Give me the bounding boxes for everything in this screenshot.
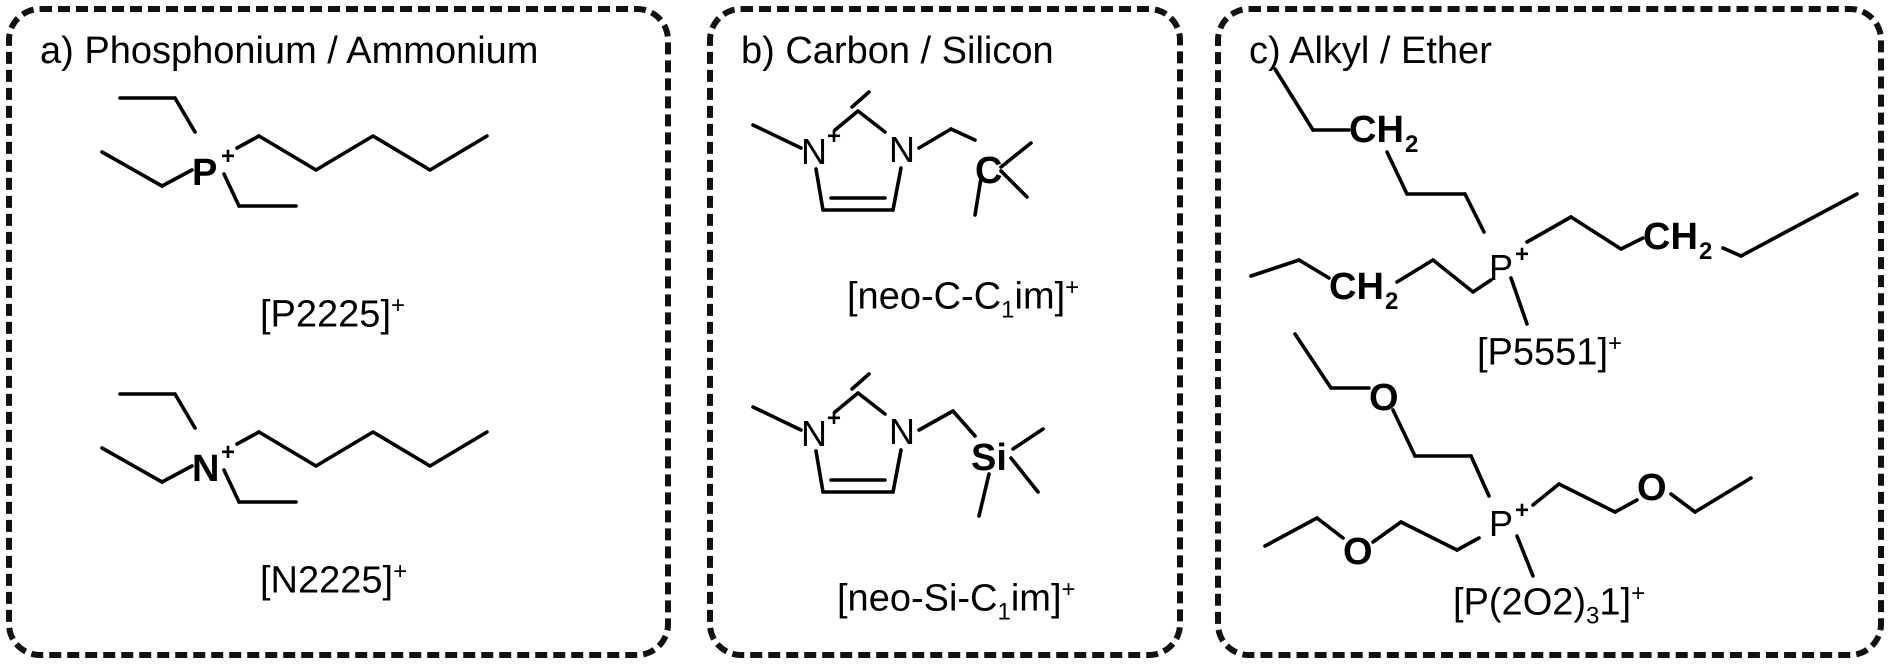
methylene-group-left: CH: [1329, 266, 1384, 308]
ring-nitrogen-1: N: [801, 413, 827, 454]
panel-alkyl-ether: c) Alkyl / Ether CH 2 CH 2 CH 2 P + [P55…: [1215, 6, 1884, 658]
ring-nitrogen-2: N: [889, 129, 915, 170]
silicon-atom: Si: [971, 437, 1007, 479]
structure-p2225: P +: [100, 96, 489, 208]
panel-carbon-silicon: b) Carbon / Silicon N + N C [neo-C-C1im]…: [707, 6, 1183, 658]
label-neo-si-c1im: [neo-Si-C1im]+: [837, 576, 1076, 626]
ring-nitrogen-1: N: [801, 131, 827, 172]
subscript: 2: [1699, 238, 1712, 265]
charge-sign: +: [221, 439, 235, 466]
charge-sign: +: [1515, 241, 1529, 268]
structure-neo-c-c1im: N + N C: [751, 90, 1033, 217]
panel-title: a) Phosphonium / Ammonium: [40, 30, 539, 72]
ether-oxygen-right: O: [1637, 467, 1667, 509]
charge-sign: +: [1515, 497, 1529, 524]
subscript: 2: [1405, 131, 1418, 158]
quaternary-carbon: C: [975, 150, 1002, 192]
structure-n2225: N +: [100, 392, 489, 504]
label-neo-c-c1im: [neo-C-C1im]+: [847, 274, 1080, 324]
ether-oxygen-left: O: [1343, 531, 1373, 573]
phosphorus-atom: P: [1489, 503, 1513, 544]
charge-sign: +: [221, 143, 235, 170]
panel-title: c) Alkyl / Ether: [1249, 30, 1492, 72]
label-p2o2-3-1: [P(2O2)31]+: [1453, 580, 1646, 630]
label-p2225: [P2225]+: [260, 292, 406, 336]
label-n2225: [N2225]+: [260, 558, 408, 602]
structure-p5551: CH 2 CH 2 CH 2 P +: [1249, 67, 1859, 326]
ring-nitrogen-2: N: [889, 411, 915, 452]
structure-neo-si-c1im: N + N Si: [751, 372, 1045, 518]
phosphorus-atom: P: [1489, 247, 1513, 288]
methylene-group-right: CH: [1643, 216, 1698, 258]
phosphorus-atom: P: [192, 152, 217, 194]
subscript: 2: [1385, 288, 1398, 315]
ether-oxygen-top: O: [1369, 377, 1399, 419]
nitrogen-atom: N: [192, 448, 219, 490]
charge-sign: +: [827, 405, 841, 432]
label-p5551: [P5551]+: [1477, 330, 1623, 374]
methylene-group-top: CH: [1349, 109, 1404, 151]
charge-sign: +: [827, 123, 841, 150]
panel-title: b) Carbon / Silicon: [741, 30, 1054, 72]
structure-p2o2-3-1: O O O P +: [1263, 332, 1753, 578]
panel-phosphonium-ammonium: a) Phosphonium / Ammonium P + [P2225]+ N…: [6, 6, 671, 658]
